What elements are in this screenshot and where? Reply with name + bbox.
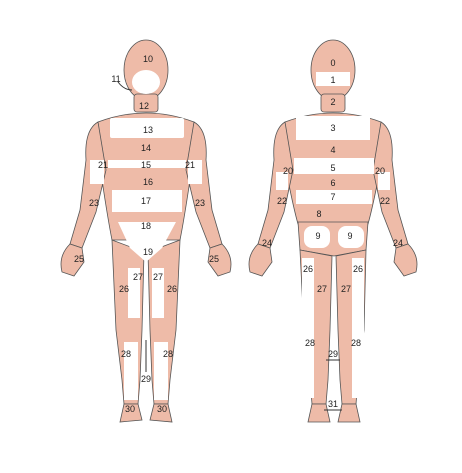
front-label-25b: 25 (209, 254, 219, 264)
back-label-0: 0 (330, 58, 335, 68)
back-label-1: 1 (330, 75, 335, 85)
front-label-21a: 21 (98, 160, 108, 170)
front-label-10: 10 (143, 54, 153, 64)
front-label-28a: 28 (121, 349, 131, 359)
back-left-hand (249, 244, 272, 276)
front-label-17: 17 (141, 196, 151, 206)
front-label-26a: 26 (119, 284, 129, 294)
back-label-22a: 22 (277, 196, 287, 206)
front-label-18: 18 (141, 221, 151, 231)
back-right-foot (338, 404, 360, 422)
front-label-11: 11 (111, 74, 120, 84)
back-label-3: 3 (330, 123, 335, 133)
back-label-4: 4 (330, 145, 335, 155)
front-label-30b: 30 (157, 404, 167, 414)
front-label-12: 12 (139, 101, 149, 111)
front-label-27b: 27 (153, 272, 163, 282)
back-right-hand (394, 244, 417, 276)
back-label-7: 7 (330, 192, 335, 202)
back-label-27a: 27 (317, 284, 327, 294)
front-label-19: 19 (143, 247, 153, 257)
front-label-16: 16 (143, 177, 153, 187)
back-left-foot (308, 404, 330, 422)
back-label-29: 29 (328, 349, 338, 359)
back-label-28b: 28 (351, 338, 361, 348)
back-label-24b: 24 (393, 238, 403, 248)
back-leg-left-white (302, 258, 314, 398)
front-label-15: 15 (141, 160, 151, 170)
front-right-arm (186, 122, 222, 248)
front-label-21b: 21 (185, 160, 195, 170)
front-label-27a: 27 (133, 272, 143, 282)
front-label-13: 13 (143, 125, 153, 135)
front-label-23a: 23 (89, 198, 99, 208)
back-label-24a: 24 (262, 238, 272, 248)
back-label-6: 6 (330, 178, 335, 188)
back-label-28a: 28 (305, 338, 315, 348)
back-leg-right-white (352, 258, 364, 398)
back-label-9b: 9 (347, 231, 352, 241)
back-label-20a: 20 (283, 166, 293, 176)
back-label-5: 5 (330, 163, 335, 173)
front-label-29: 29 (141, 374, 151, 384)
front-label-25a: 25 (74, 254, 84, 264)
back-head (311, 40, 355, 100)
front-label-23b: 23 (195, 198, 205, 208)
back-label-22b: 22 (380, 196, 390, 206)
front-label-28b: 28 (163, 349, 173, 359)
back-label-8: 8 (316, 209, 321, 219)
back-label-9a: 9 (315, 231, 320, 241)
front-face (132, 70, 160, 94)
back-label-31: 31 (328, 399, 338, 409)
back-label-26a: 26 (303, 264, 313, 274)
back-label-2: 2 (330, 97, 335, 107)
back-label-26b: 26 (353, 264, 363, 274)
front-left-arm (70, 122, 106, 248)
back-label-20b: 20 (375, 166, 385, 176)
back-label-27b: 27 (341, 284, 351, 294)
front-label-14: 14 (141, 143, 151, 153)
front-label-30a: 30 (125, 404, 135, 414)
front-label-26b: 26 (167, 284, 177, 294)
